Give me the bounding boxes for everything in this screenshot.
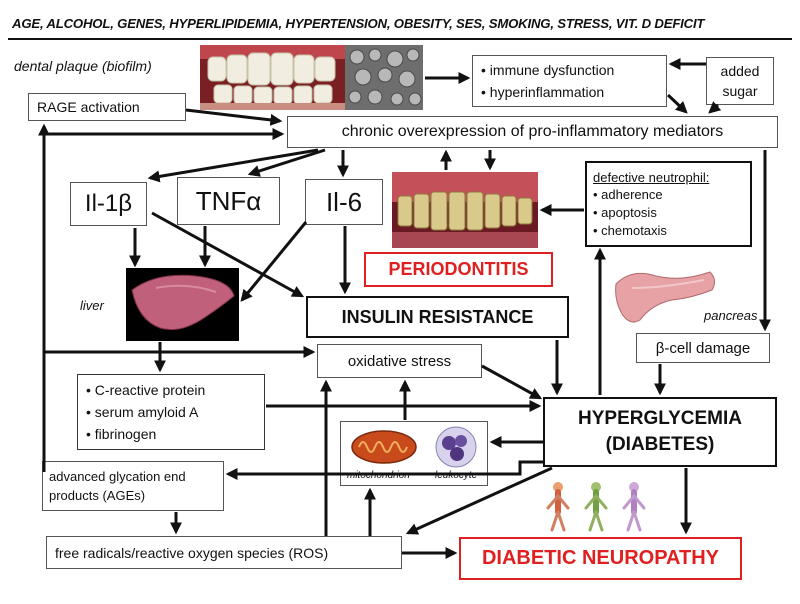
acute-phase-proteins-box: C-reactive protein serum amyloid A fibri…	[77, 374, 265, 450]
defective-neutrophil-title: defective neutrophil:	[593, 169, 710, 185]
top-rule	[8, 38, 792, 40]
diabetic-neuropathy-box: DIABETIC NEUROPATHY	[459, 537, 742, 580]
mitochondrion-image	[351, 430, 417, 464]
arrow	[666, 93, 688, 114]
leukocyte-image	[435, 426, 477, 468]
hyperglycemia-label: HYPERGLYCEMIA	[578, 408, 742, 429]
immune-item: immune dysfunction	[481, 59, 615, 81]
defective-neutrophil-box: defective neutrophil: adherence apoptosi…	[585, 161, 752, 247]
rage-label: RAGE activation	[37, 99, 140, 115]
added-sugar-line: sugar	[722, 83, 758, 99]
protein-item: fibrinogen	[86, 423, 205, 445]
arrow	[247, 148, 326, 177]
teeth-photo	[200, 45, 345, 110]
protein-item: C-reactive protein	[86, 379, 206, 401]
pancreas-label: pancreas	[704, 308, 758, 323]
oxidative-label: oxidative stress	[347, 352, 452, 370]
tnfa-box: TNFα	[177, 177, 280, 225]
tnfa-label: TNFα	[195, 185, 262, 216]
ages-line: products (AGEs)	[49, 488, 146, 503]
dental-plaque-label: dental plaque (biofilm)	[14, 58, 152, 74]
liver-photo	[126, 268, 239, 341]
human-figures-image	[546, 482, 646, 532]
periodontitis-box: PERIODONTITIS	[364, 252, 553, 287]
neuropathy-label: DIABETIC NEUROPATHY	[481, 547, 720, 569]
rage-activation-box: RAGE activation	[28, 93, 186, 121]
protein-item: serum amyloid A	[86, 401, 205, 423]
periodontitis-photo	[392, 172, 538, 248]
immune-item: hyperinflammation	[481, 81, 614, 103]
arrow	[481, 364, 543, 400]
arrow	[708, 101, 722, 114]
biofilm-micrograph	[345, 45, 423, 110]
periodontitis-label: PERIODONTITIS	[388, 259, 529, 279]
il6-box: Il-6	[305, 179, 383, 225]
pancreas-image	[612, 262, 720, 328]
added-sugar-box: added sugar	[706, 57, 774, 105]
chronic-label: chronic overexpression of pro-inflammato…	[341, 123, 724, 140]
ros-label: free radicals/reactive oxygen species (R…	[55, 544, 329, 561]
insulin-resistance-label: INSULIN RESISTANCE	[341, 306, 534, 327]
ages-box: advanced glycation end products (AGEs)	[42, 461, 224, 511]
chronic-overexpression-box: chronic overexpression of pro-inflammato…	[287, 116, 778, 148]
il1b-box: Il-1β	[70, 182, 147, 226]
arrow	[225, 460, 543, 480]
arrow	[147, 148, 319, 183]
arrow	[240, 221, 308, 302]
arrow	[151, 211, 305, 298]
arrow	[185, 108, 283, 126]
diabetes-label: (DIABETES)	[605, 434, 715, 455]
beta-cell-label: β-cell damage	[655, 339, 751, 357]
neutrophil-item: apoptosis	[593, 204, 667, 222]
ages-line: advanced glycation end	[49, 469, 186, 484]
il1b-label: Il-1β	[84, 190, 133, 217]
added-sugar-line: added	[720, 63, 760, 79]
immune-box: immune dysfunction hyperinflammation	[472, 55, 667, 107]
arrow	[405, 466, 553, 535]
il6-label: Il-6	[325, 186, 363, 217]
ros-box: free radicals/reactive oxygen species (R…	[46, 536, 402, 569]
oxidative-stress-box: oxidative stress	[317, 344, 482, 378]
risk-factors: AGE, ALCOHOL, GENES, HYPERLIPIDEMIA, HYP…	[12, 16, 705, 31]
beta-cell-damage-box: β-cell damage	[636, 333, 770, 363]
neutrophil-item: adherence	[593, 186, 667, 204]
hyperglycemia-box: HYPERGLYCEMIA (DIABETES)	[543, 397, 777, 467]
neutrophil-item: chemotaxis	[593, 222, 667, 240]
insulin-resistance-box: INSULIN RESISTANCE	[306, 296, 569, 338]
liver-label: liver	[80, 298, 104, 313]
